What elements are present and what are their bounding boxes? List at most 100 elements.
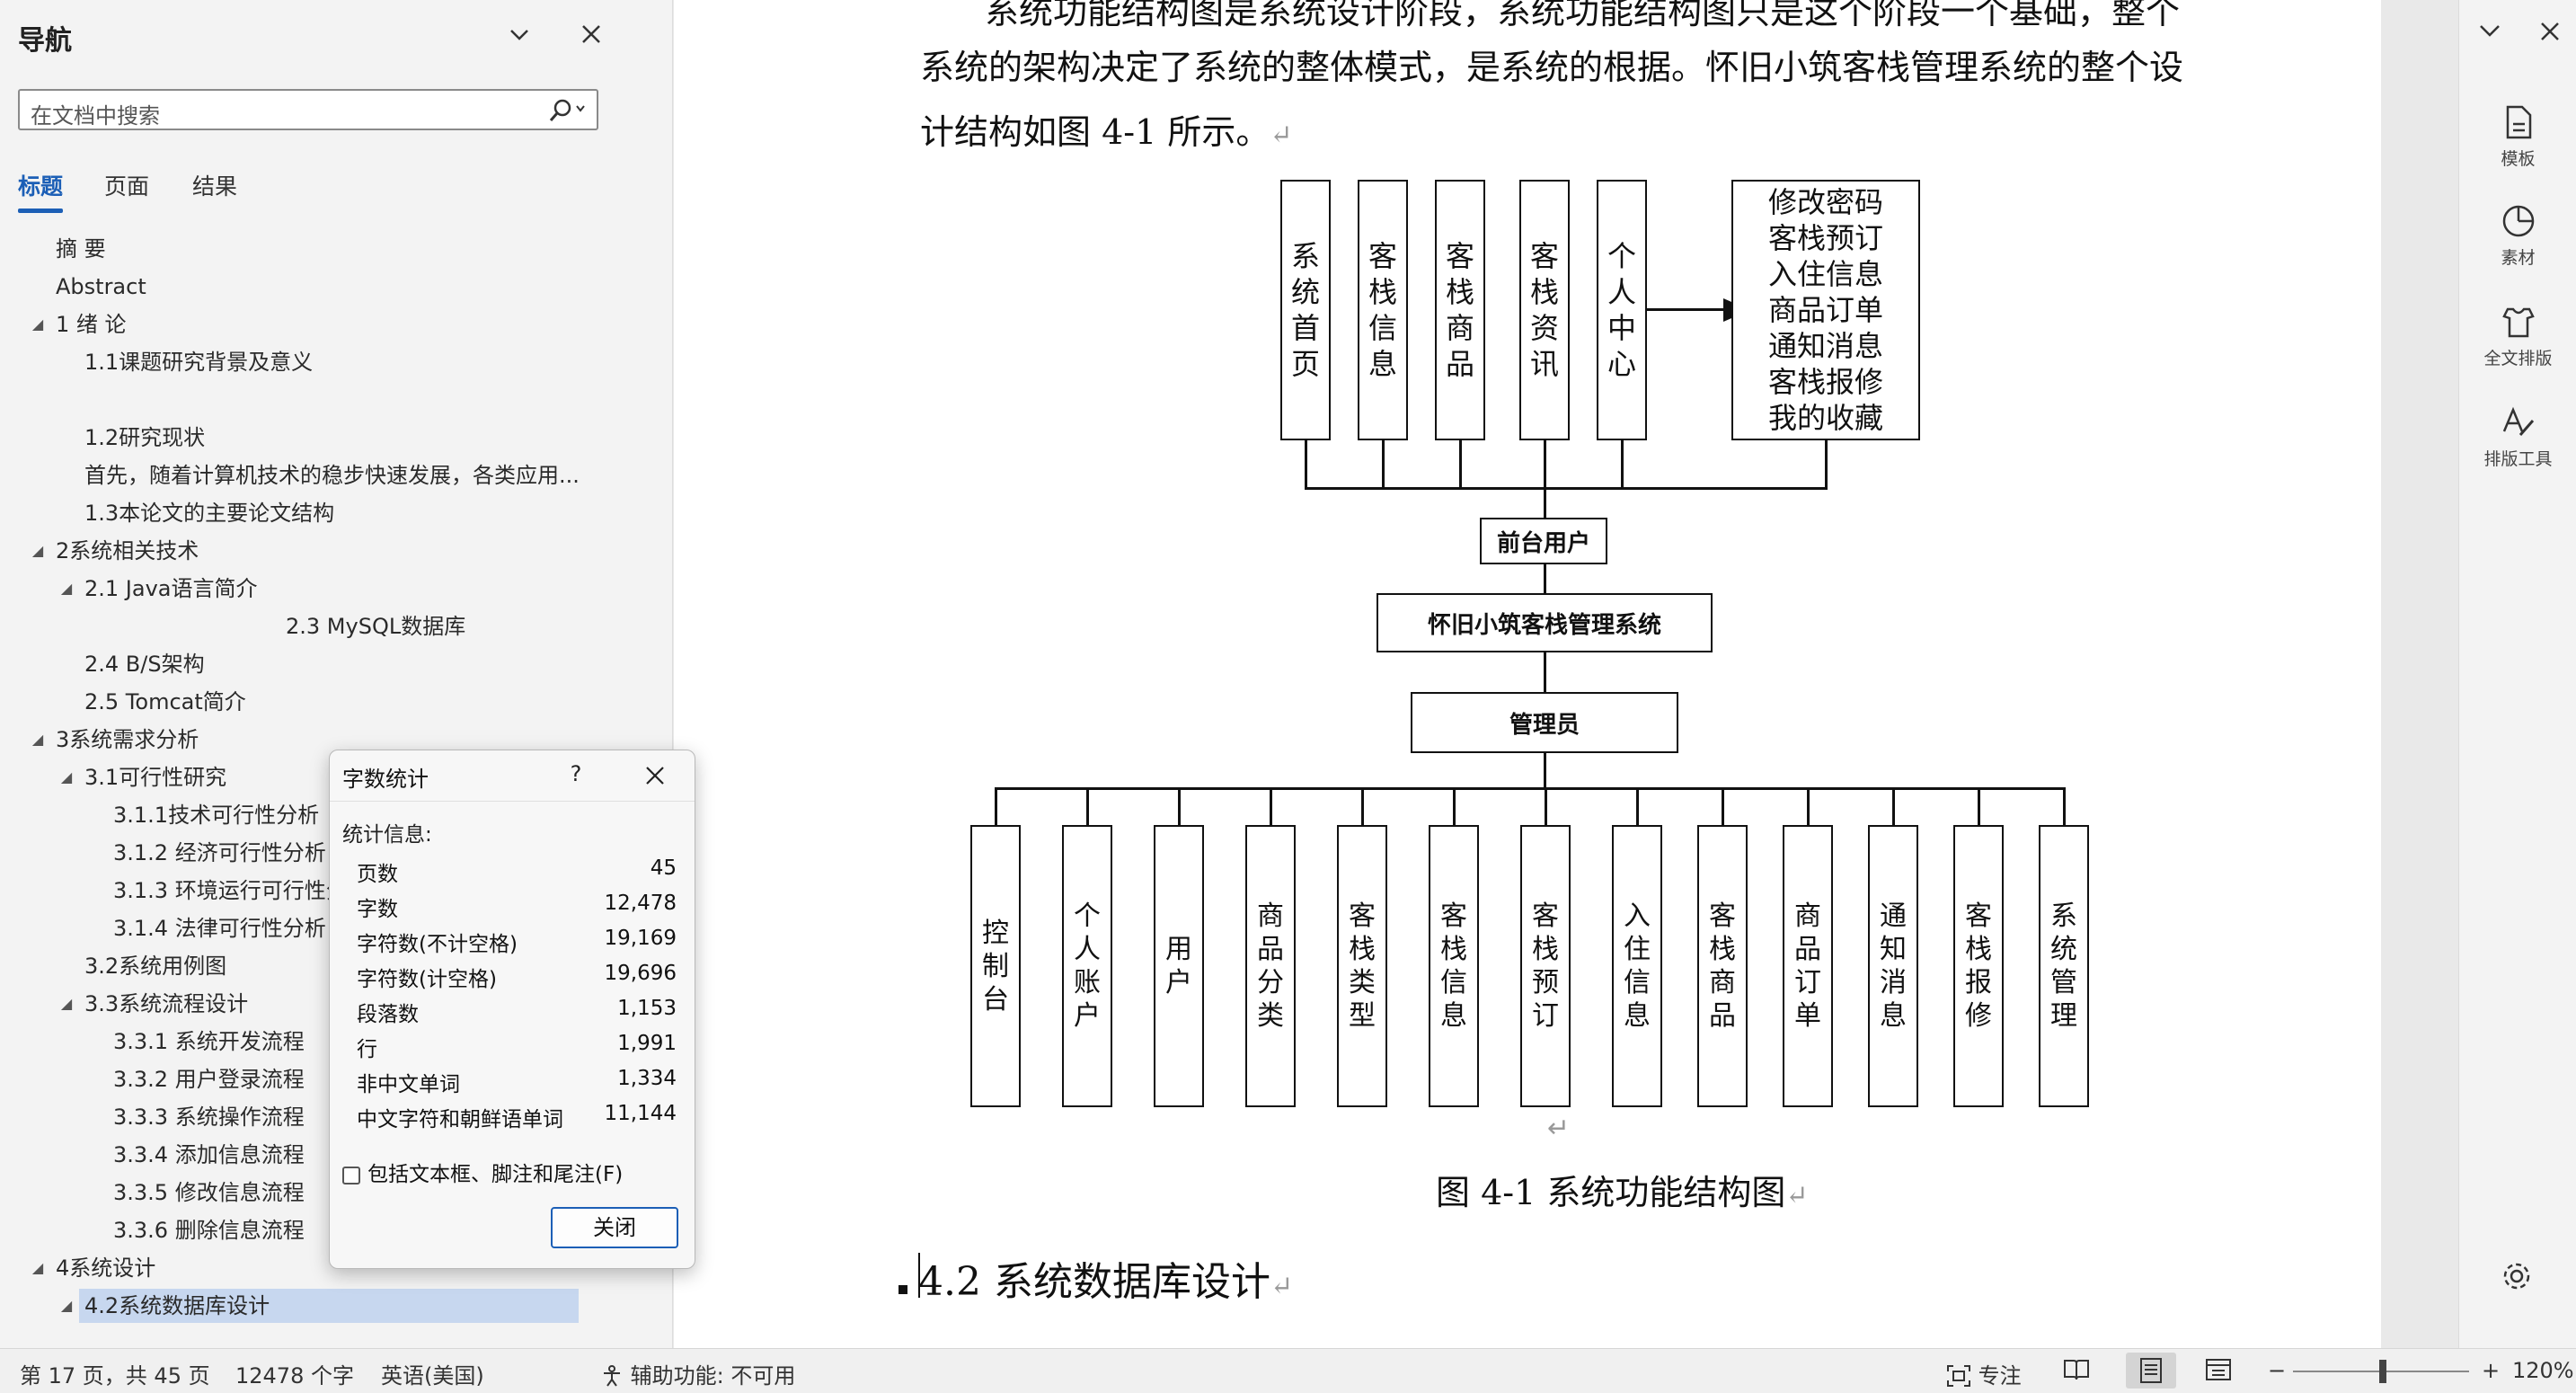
- module-label: 通知消息: [1880, 901, 1907, 1032]
- typeset-tool[interactable]: 排版工具: [2459, 404, 2576, 470]
- dialog-close-icon[interactable]: [633, 758, 677, 794]
- heading-item-3-3-5[interactable]: 3.3.5 修改信息流程: [113, 1180, 305, 1205]
- heading-item-ch4[interactable]: ◢ 4系统设计: [32, 1251, 156, 1285]
- heading-item-3-2[interactable]: 3.2系统用例图: [84, 954, 227, 979]
- language-indicator[interactable]: 英语(美国): [381, 1363, 484, 1389]
- collapse-triangle-icon[interactable]: ◢: [60, 580, 73, 597]
- close-button[interactable]: 关闭: [551, 1207, 678, 1248]
- heading-item-ch2[interactable]: ◢2系统相关技术: [32, 534, 199, 568]
- heading-item-3-3-3[interactable]: 3.3.3 系统操作流程: [113, 1105, 305, 1130]
- connector: [1544, 753, 1546, 789]
- module-label: 商品订单: [1794, 901, 1821, 1032]
- module-label: 客栈信息: [1368, 239, 1397, 381]
- collapse-triangle-icon[interactable]: ◢: [31, 1259, 44, 1276]
- sidebar-close-icon[interactable]: [2538, 20, 2562, 47]
- stat-label: 段落数: [357, 1003, 419, 1026]
- module-box-inn-goods: 客栈商品: [1435, 180, 1485, 440]
- web-layout-icon[interactable]: [2205, 1358, 2232, 1387]
- heading-item-2-4[interactable]: 2.4 B/S架构: [84, 652, 205, 677]
- zoom-slider-thumb[interactable]: [2379, 1360, 2386, 1383]
- sidebar-collapse-chevron-icon[interactable]: [2477, 20, 2502, 45]
- help-button[interactable]: ?: [570, 761, 582, 786]
- collapse-triangle-icon[interactable]: ◢: [60, 1297, 73, 1314]
- collapse-triangle-icon[interactable]: ◢: [31, 315, 44, 333]
- zoom-level[interactable]: 120%: [2512, 1358, 2574, 1383]
- module-label: 客栈预订: [1532, 901, 1559, 1032]
- admin-module-box: 商品分类: [1245, 825, 1296, 1107]
- connector: [1459, 440, 1462, 489]
- layout-icon: [2501, 307, 2535, 338]
- checkbox-box[interactable]: [342, 1167, 360, 1184]
- module-label: 客栈报修: [1965, 901, 1992, 1032]
- collapse-triangle-icon[interactable]: ◢: [31, 542, 44, 559]
- heading-item-1-2-para[interactable]: 首先，随着计算机技术的稳步快速发展，各类应用...: [84, 463, 580, 488]
- heading-item-1-3[interactable]: 1.3本论文的主要论文结构: [84, 501, 335, 526]
- heading-item-1-2[interactable]: 1.2研究现状: [84, 425, 206, 450]
- heading-item-3-1-3[interactable]: 3.1.3 环境运行可行性分析: [113, 878, 369, 903]
- heading-item-3-3-4[interactable]: 3.3.4 添加信息流程: [113, 1142, 305, 1167]
- heading-item-abstract-cn[interactable]: 摘 要: [56, 236, 106, 262]
- template-tool[interactable]: 模板: [2459, 104, 2576, 170]
- module-label: 系统管理: [2050, 901, 2077, 1032]
- heading-item-2-1[interactable]: ◢2.1 Java语言简介: [61, 572, 258, 606]
- tab-headings[interactable]: 标题: [18, 173, 64, 200]
- heading-item-4-2-selected[interactable]: ◢ 4.2系统数据库设计: [61, 1289, 579, 1323]
- read-mode-icon[interactable]: [2063, 1358, 2090, 1387]
- search-icon[interactable]: [543, 94, 593, 127]
- heading-label: 4系统设计: [56, 1255, 156, 1281]
- focus-mode-button[interactable]: 专注: [1946, 1358, 2022, 1389]
- admin-module-box: 个人账户: [1062, 825, 1112, 1107]
- heading-item-3-3-2[interactable]: 3.3.2 用户登录流程: [113, 1067, 305, 1092]
- heading-item-3-1-2[interactable]: 3.1.2 经济可行性分析: [113, 840, 326, 865]
- collapse-triangle-icon[interactable]: ◢: [60, 768, 73, 785]
- material-tool[interactable]: 素材: [2459, 203, 2576, 269]
- tool-label: 排版工具: [2483, 449, 2553, 469]
- nav-close-icon[interactable]: [571, 14, 611, 54]
- stat-label: 中文字符和朝鲜语单词: [357, 1108, 563, 1131]
- list-entry: 我的收藏: [1767, 401, 1883, 435]
- text-cursor: [918, 1253, 920, 1298]
- search-input[interactable]: 在文档中搜索: [18, 89, 598, 130]
- tab-pages[interactable]: 页面: [104, 173, 150, 200]
- zoom-in-button[interactable]: +: [2482, 1358, 2501, 1383]
- include-textboxes-checkbox[interactable]: 包括文本框、脚注和尾注(F): [342, 1157, 623, 1187]
- heading-label: 4.2系统数据库设计: [84, 1293, 270, 1318]
- settings-gear-icon[interactable]: [2499, 1258, 2535, 1298]
- tab-results[interactable]: 结果: [192, 173, 238, 200]
- heading-item-ch3[interactable]: ◢3系统需求分析: [32, 723, 199, 757]
- heading-item-3-3[interactable]: ◢3.3系统流程设计: [61, 987, 248, 1021]
- heading-item-3-3-6[interactable]: 3.3.6 删除信息流程: [113, 1218, 305, 1243]
- heading-item-abstract[interactable]: Abstract: [56, 274, 146, 299]
- page-indicator[interactable]: 第 17 页，共 45 页: [20, 1363, 210, 1389]
- heading-item-2-5[interactable]: 2.5 Tomcat简介: [84, 689, 246, 714]
- focus-icon: [1947, 1365, 1970, 1387]
- heading-item-3-3-1[interactable]: 3.3.1 系统开发流程: [113, 1029, 305, 1054]
- zoom-out-button[interactable]: −: [2268, 1358, 2287, 1383]
- body-text-line: 系统功能结构图是系统设计阶段，系统功能结构图只是这个阶段一个基础，整个: [985, 0, 2181, 31]
- heading-item-2-3[interactable]: 2.3 MySQL数据库: [286, 614, 466, 639]
- connector: [1544, 487, 1546, 519]
- heading-item-3-1[interactable]: ◢ 3.1可行性研究: [61, 760, 227, 794]
- list-entry: 客栈预订: [1767, 221, 1883, 255]
- collapse-triangle-icon[interactable]: ◢: [60, 995, 73, 1012]
- list-entry: 客栈报修: [1767, 365, 1883, 399]
- word-count-indicator[interactable]: 12478 个字: [235, 1363, 354, 1389]
- layout-tool[interactable]: 全文排版: [2459, 304, 2576, 369]
- heading-item-3-1-1[interactable]: 3.1.1技术可行性分析: [113, 803, 320, 828]
- collapse-triangle-icon[interactable]: ◢: [31, 731, 44, 748]
- paragraph-mark: ↵: [1785, 1180, 1809, 1211]
- nav-options-chevron-icon[interactable]: [500, 14, 539, 54]
- print-layout-icon[interactable]: [2126, 1353, 2176, 1389]
- heading-item-1-1[interactable]: 1.1课题研究背景及意义: [84, 350, 314, 375]
- heading-label: 3.1可行性研究: [84, 765, 227, 790]
- admin-module-box: 系统管理: [2039, 825, 2089, 1107]
- section-heading: 4.2 系统数据库设计↵: [918, 1249, 1293, 1307]
- heading-item-ch1[interactable]: ◢1 绪 论: [32, 307, 127, 342]
- heading-item-3-1-4[interactable]: 3.1.4 法律可行性分析: [113, 916, 326, 941]
- list-bullet: [899, 1285, 907, 1294]
- connector: [1544, 652, 1546, 694]
- accessibility-status[interactable]: 辅助功能: 不可用: [600, 1358, 795, 1389]
